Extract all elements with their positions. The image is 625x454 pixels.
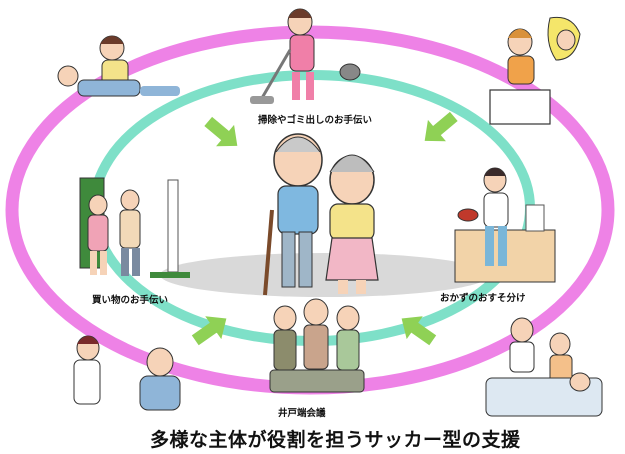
phone-call-illustration <box>489 16 581 125</box>
label-shopping-help: 買い物のお手伝い <box>92 295 169 306</box>
medical-visit-illustration <box>485 317 603 417</box>
label-share-side-dishes: おかずのおすそ分け <box>440 293 526 304</box>
caregiver-elder-bottom-left-illustration <box>73 335 181 411</box>
ground-shadow <box>160 253 490 297</box>
center-elderly-couple-illustration <box>263 133 379 296</box>
side-dish-sharing-illustration <box>454 167 556 283</box>
arrow-bottom-left <box>191 316 227 346</box>
cleaning-helper-illustration <box>250 8 361 104</box>
shopping-helpers-illustration <box>79 177 190 278</box>
caregiver-fallen-elder-illustration <box>57 35 180 97</box>
label-cleaning-help: 掃除やゴミ出しのお手伝い <box>258 115 373 126</box>
arrow-bottom-right <box>401 316 437 346</box>
arrow-top-left <box>204 116 238 147</box>
neighborhood-meeting-group-illustration <box>269 298 365 393</box>
caption: 多様な主体が役割を担うサッカー型の支援 <box>150 429 521 451</box>
arrow-top-right <box>424 111 458 142</box>
label-neighborhood-meeting: 井戸端会議 <box>278 408 326 419</box>
